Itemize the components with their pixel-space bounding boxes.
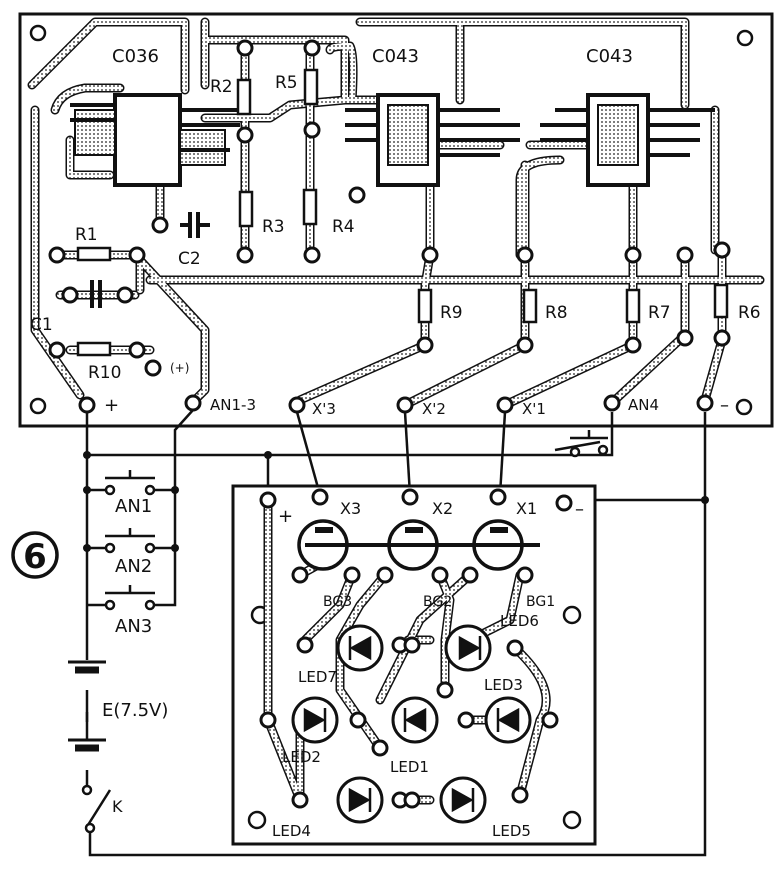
mounting-hole <box>29 397 47 415</box>
label-led1: LED1 <box>390 758 429 776</box>
led-board-traces <box>263 495 551 805</box>
junction-dots <box>83 451 709 552</box>
label-c1: C1 <box>30 315 53 335</box>
push-buttons <box>104 430 609 611</box>
terminal-x3p: X'3 <box>312 400 336 418</box>
label-r7: R7 <box>648 303 671 323</box>
label-r6: R6 <box>738 303 761 323</box>
terminal-x2p: X'2 <box>422 400 446 418</box>
label-plus-paren: (+) <box>170 361 189 375</box>
ic-label-c036: C036 <box>112 46 159 67</box>
figure-number: 6 <box>11 531 59 579</box>
terminal-plus-main: + <box>104 395 119 416</box>
label-led6: LED6 <box>500 612 539 630</box>
terminal-x3: X3 <box>340 499 361 518</box>
label-an2: AN2 <box>115 556 152 577</box>
terminal-x1: X1 <box>516 499 537 518</box>
transistors <box>297 519 540 571</box>
label-an3: AN3 <box>115 616 152 637</box>
label-bg2: BG2 <box>423 594 452 610</box>
ic-c036 <box>70 93 240 187</box>
terminal-minus-led: – <box>575 499 584 520</box>
switch-k <box>81 784 96 834</box>
resistor-bodies <box>76 68 729 357</box>
mounting-hole <box>736 29 754 47</box>
label-bg1: BG1 <box>526 594 555 610</box>
label-r8: R8 <box>545 303 568 323</box>
mounting-hole <box>562 605 582 625</box>
mounting-hole <box>29 24 47 42</box>
ic-c043-right <box>540 93 715 187</box>
ic-c043-left <box>345 93 520 187</box>
capacitor-symbols <box>90 212 210 308</box>
terminal-x2: X2 <box>432 499 453 518</box>
label-led5: LED5 <box>492 822 531 840</box>
label-an1: AN1 <box>115 496 152 517</box>
mounting-hole <box>562 810 582 830</box>
label-r3: R3 <box>262 217 285 237</box>
label-r9: R9 <box>440 303 463 323</box>
label-switch-k: K <box>112 797 123 816</box>
terminal-an4: AN4 <box>628 396 659 414</box>
terminal-an13: AN1-3 <box>210 396 256 414</box>
label-bg3: BG3 <box>323 594 352 610</box>
label-r10: R10 <box>88 363 121 383</box>
main-board-pads <box>48 39 731 414</box>
terminal-minus-main: – <box>720 395 729 416</box>
label-led7: LED7 <box>298 668 337 686</box>
mounting-hole <box>735 398 753 416</box>
led-board-pads <box>259 488 573 809</box>
label-led2: LED2 <box>282 748 321 766</box>
label-r5: R5 <box>275 73 298 93</box>
led-symbols <box>291 624 532 824</box>
ic-label-c043-right: C043 <box>586 46 633 67</box>
ic-label-c043-left: C043 <box>372 46 419 67</box>
main-board: C036 C043 C043 R2 R5 R3 R4 R1 C2 C1 R10 … <box>18 12 774 428</box>
label-led4: LED4 <box>272 822 311 840</box>
mounting-hole <box>247 810 267 830</box>
terminal-plus-led: + <box>278 506 293 527</box>
label-battery: E(7.5V) <box>102 700 168 721</box>
led-board: + X3 X2 X1 – BG3 BG2 BG1 LED7 LED6 LED3 … <box>231 484 597 846</box>
label-led3: LED3 <box>484 676 523 694</box>
battery-symbol <box>68 660 106 752</box>
label-r2: R2 <box>210 77 233 97</box>
label-r1: R1 <box>75 225 98 245</box>
terminal-x1p: X'1 <box>522 400 546 418</box>
figure-number-text: 6 <box>23 537 47 577</box>
label-c2: C2 <box>178 249 201 269</box>
label-r4: R4 <box>332 217 355 237</box>
